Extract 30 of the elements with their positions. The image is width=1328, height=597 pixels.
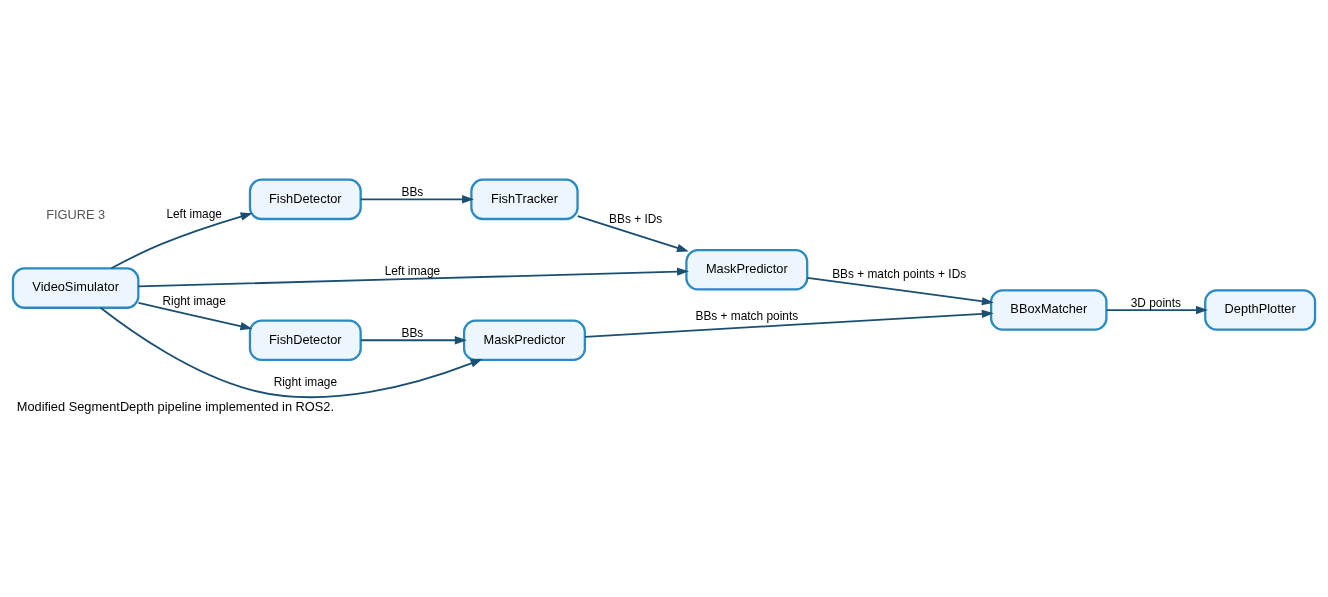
edge-label: BBs + IDs xyxy=(609,211,663,226)
edge-label: BBs xyxy=(401,325,424,340)
arrow xyxy=(110,212,253,269)
arrow xyxy=(806,276,994,305)
arrow xyxy=(137,301,253,330)
edge-label: BBs + match points + IDs xyxy=(832,266,967,281)
node-box: MaskPredictor xyxy=(462,318,586,361)
edge-label: 3D points xyxy=(1130,295,1181,310)
node-box: BBoxMatcher xyxy=(989,288,1108,331)
arrow xyxy=(584,309,994,338)
node-box: DepthPlotter xyxy=(1204,288,1317,331)
edge-label: Right image xyxy=(273,374,337,389)
node-box: MaskPredictor xyxy=(685,248,809,291)
edge-label: BBs xyxy=(401,184,424,199)
edge-label: Left image xyxy=(384,263,441,278)
arrow xyxy=(137,267,689,287)
arrow xyxy=(99,306,483,398)
edge-label: Right image xyxy=(162,293,226,308)
arrow xyxy=(576,214,689,252)
caption: Modified SegmentDepth pipeline implemented in ROS2. xyxy=(16,398,335,414)
node-box: FishDetector xyxy=(248,178,362,220)
edge-label: BBs + match points xyxy=(695,308,799,323)
arrow xyxy=(359,194,474,203)
arrow xyxy=(1105,305,1208,314)
label: FIGURE 3 xyxy=(46,206,106,222)
arrow xyxy=(359,335,467,344)
node-box: FishTracker xyxy=(470,178,579,220)
node-box: FishDetector xyxy=(248,318,362,361)
edge-label: Left image xyxy=(166,206,222,221)
node-box: VideoSimulator xyxy=(11,266,140,309)
